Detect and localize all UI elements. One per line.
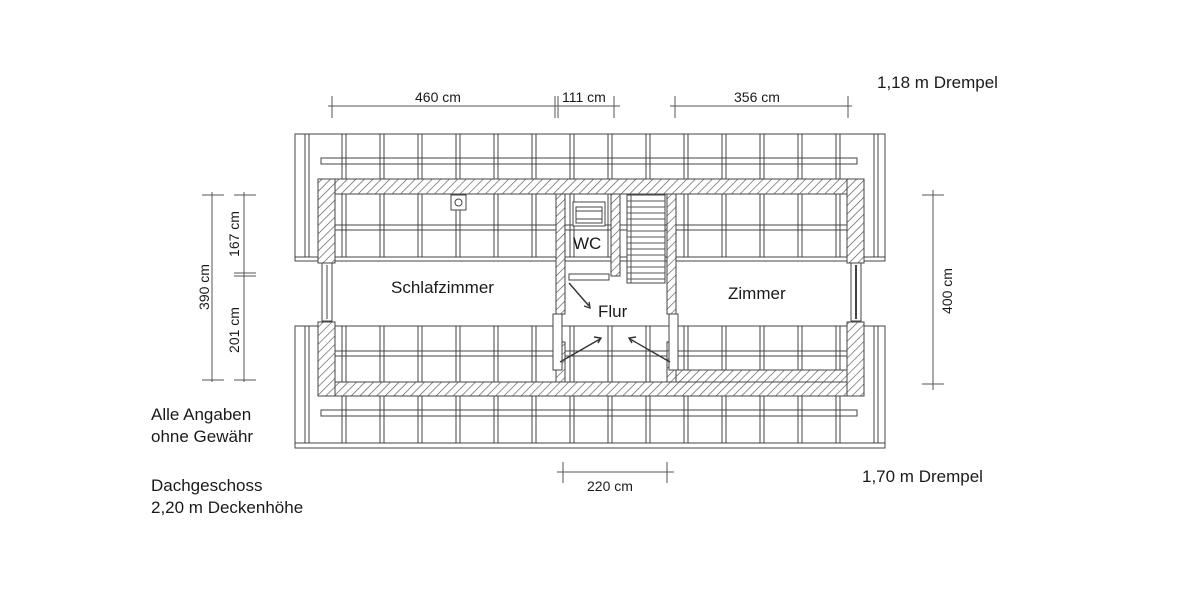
dim-left-lower: 201 cm: [226, 307, 242, 353]
room-label-zimmer: Zimmer: [728, 284, 786, 303]
room-label-schlafzimmer: Schlafzimmer: [391, 278, 494, 297]
floor-title: Dachgeschoss: [151, 476, 263, 495]
dim-top-right: 356 cm: [734, 89, 780, 105]
knee-wall-top-label: 1,18 m Drempel: [877, 73, 998, 92]
dim-left-upper: 167 cm: [226, 211, 242, 257]
dim-bottom-middle: 220 cm: [587, 478, 633, 494]
disclaimer-line-2: ohne Gewähr: [151, 427, 254, 446]
knee-wall-bottom-label: 1,70 m Drempel: [862, 467, 983, 486]
dimension-lines: [202, 96, 944, 483]
door-swing-arrows: [559, 282, 671, 363]
room-label-wc: WC: [573, 234, 602, 253]
ceiling-height-label: 2,20 m Deckenhöhe: [151, 498, 304, 517]
disclaimer-line-1: Alle Angaben: [151, 405, 252, 424]
upper-roof-rafters: [294, 133, 886, 262]
dim-top-middle: 111 cm: [562, 89, 606, 105]
dim-top-left: 460 cm: [415, 89, 461, 105]
room-label-flur: Flur: [598, 302, 628, 321]
dim-left-total: 390 cm: [196, 264, 212, 310]
dim-right-total: 400 cm: [939, 268, 955, 314]
